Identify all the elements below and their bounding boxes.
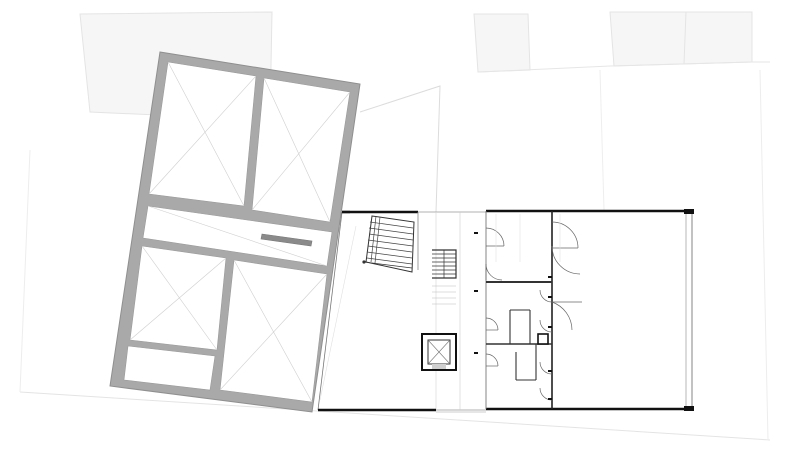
door-arc-lobby-top (485, 227, 505, 247)
stair-walk-line (363, 261, 413, 269)
lift-door-fill (432, 364, 446, 369)
site-boundary-right (759, 69, 769, 441)
core-left-line (317, 211, 343, 411)
lift-cross-b (427, 339, 451, 365)
wing-right-post-top (684, 209, 694, 214)
room-lower-left (129, 245, 227, 351)
site-boundary-left (19, 149, 31, 393)
room-lower-right (219, 259, 328, 403)
link-walls (319, 210, 357, 401)
stair-lower-flight (432, 249, 457, 279)
corridor-duct-slot (260, 233, 313, 247)
door-arc-room-e (539, 361, 553, 375)
courtyard-outline (359, 85, 441, 213)
door-leaves (474, 232, 552, 400)
door-arc-room-a (485, 317, 499, 331)
link-diagonal-light (319, 225, 357, 401)
context-line-mid (599, 69, 605, 211)
door-arc-hall-top (551, 221, 579, 249)
neighbor-building-top-right (609, 11, 753, 67)
stair-landing-lines (432, 285, 456, 305)
door-arc-lobby-mid (485, 263, 503, 281)
door-arc-room-d (539, 319, 553, 333)
door-swings (485, 221, 582, 401)
door-arc-hall-mid (551, 245, 581, 275)
stair-upper-flight (365, 215, 415, 273)
circulation-core (317, 210, 486, 411)
door-arc-room-b (485, 353, 499, 367)
door-arc-hall-low (551, 301, 573, 331)
room-diagonal-hatches (129, 61, 351, 403)
stair-start-dot (362, 260, 366, 264)
existing-building-left (109, 51, 361, 413)
neighbor-building-top-center (473, 13, 531, 73)
site-boundary-bottom (19, 391, 771, 441)
new-wing-facade-left (318, 408, 486, 413)
wing-right-post-bottom (684, 406, 694, 411)
hall-light-lines (495, 214, 561, 262)
room-lower-left-small (123, 345, 216, 391)
neighbor-divider-line (683, 11, 687, 65)
shaft-box-small (537, 333, 549, 345)
street-edge-line (479, 61, 770, 73)
room-upper-left (148, 61, 257, 207)
new-wing-right (474, 209, 694, 411)
door-arc-room-c (539, 289, 553, 303)
